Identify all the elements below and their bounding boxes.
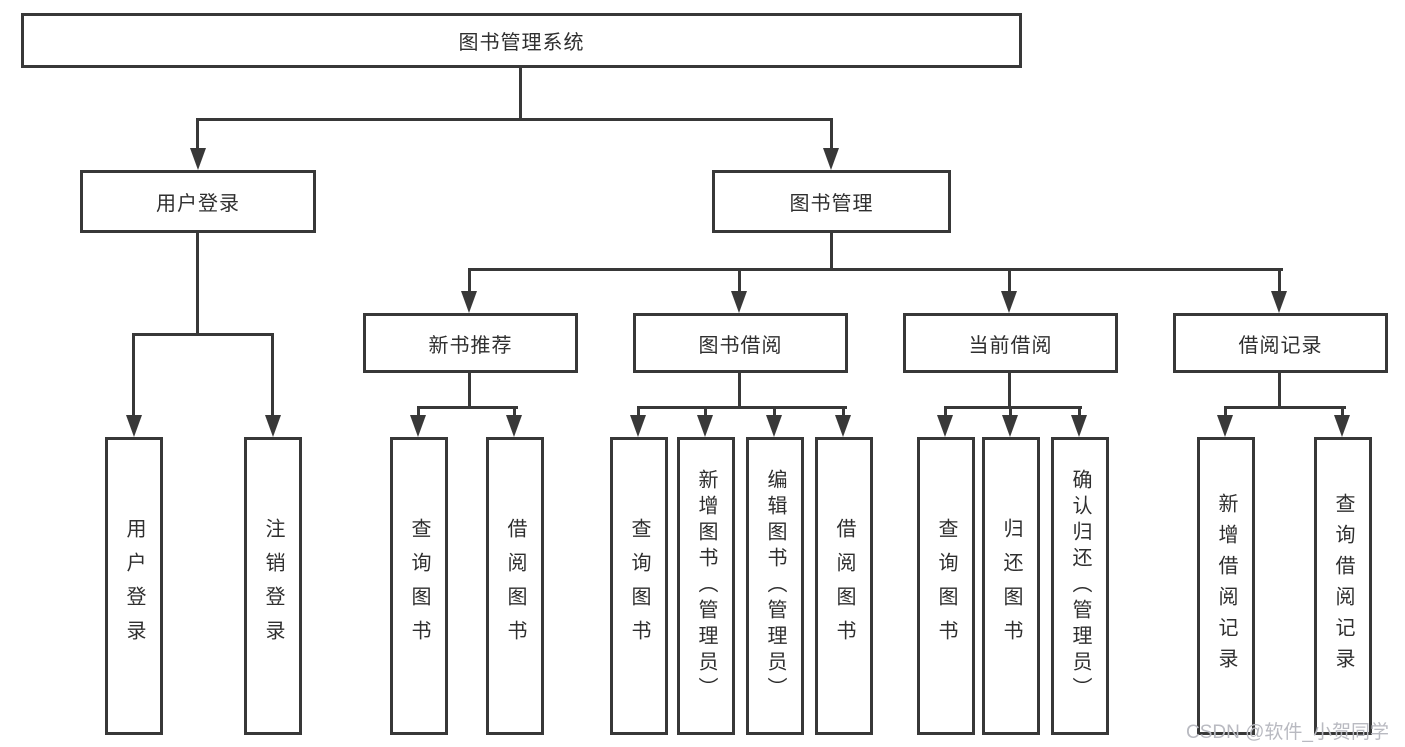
leaf-add-books-admin: 新增图书（管理员） — [677, 437, 735, 735]
connector — [196, 232, 199, 336]
leaf-label: 确认归还（管理员） — [1069, 469, 1091, 703]
node-current-borrowing: 当前借阅 — [903, 313, 1118, 373]
node-label: 借阅记录 — [1238, 334, 1323, 357]
arrowhead-down-icon — [731, 291, 747, 313]
leaf-label: 注销登录 — [262, 518, 284, 654]
arrowhead-down-icon — [697, 415, 713, 437]
connector — [1341, 406, 1344, 418]
leaf-logout: 注销登录 — [244, 437, 302, 735]
leaf-edit-books-admin: 编辑图书（管理员） — [746, 437, 804, 735]
leaf-confirm-return-admin: 确认归还（管理员） — [1051, 437, 1109, 735]
arrowhead-down-icon — [265, 415, 281, 437]
node-root-label: 图书管理系统 — [458, 32, 585, 54]
node-user-login: 用户登录 — [80, 170, 316, 233]
connector — [468, 268, 471, 294]
connector — [944, 406, 947, 418]
arrowhead-down-icon — [835, 415, 851, 437]
arrowhead-down-icon — [823, 148, 839, 170]
connector — [738, 373, 741, 409]
connector — [468, 268, 1283, 271]
leaf-borrow-books-recommend: 借阅图书 — [486, 437, 544, 735]
leaf-query-books-current: 查询图书 — [917, 437, 975, 735]
connector — [637, 406, 847, 409]
connector — [1224, 406, 1346, 409]
arrowhead-down-icon — [506, 415, 522, 437]
leaf-label: 借阅图书 — [504, 518, 526, 654]
connector — [1078, 406, 1081, 418]
connector — [1008, 268, 1011, 294]
leaf-borrow-books: 借阅图书 — [815, 437, 873, 735]
leaf-return-books: 归还图书 — [982, 437, 1040, 735]
connector — [196, 118, 833, 121]
node-label: 图书借阅 — [698, 334, 783, 357]
node-label: 新书推荐 — [428, 334, 513, 357]
arrowhead-down-icon — [766, 415, 782, 437]
connector — [271, 333, 274, 416]
connector — [738, 268, 741, 294]
connector — [1009, 406, 1012, 418]
arrowhead-down-icon — [630, 415, 646, 437]
arrowhead-down-icon — [1071, 415, 1087, 437]
leaf-query-books-recommend: 查询图书 — [390, 437, 448, 735]
node-borrowing-records: 借阅记录 — [1173, 313, 1388, 373]
connector — [417, 406, 518, 409]
leaf-label: 用户登录 — [123, 518, 145, 654]
leaf-user-login: 用户登录 — [105, 437, 163, 735]
arrowhead-down-icon — [1002, 415, 1018, 437]
leaf-label: 新增借阅记录 — [1215, 493, 1237, 679]
connector — [132, 333, 274, 336]
arrowhead-down-icon — [1271, 291, 1287, 313]
connector — [196, 118, 199, 150]
connector — [773, 406, 776, 418]
leaf-label: 查询图书 — [935, 518, 957, 654]
connector — [830, 118, 833, 150]
connector — [944, 406, 1082, 409]
arrowhead-down-icon — [461, 291, 477, 313]
node-label: 当前借阅 — [968, 334, 1053, 357]
connector — [417, 406, 420, 418]
node-label: 图书管理 — [789, 193, 874, 215]
arrowhead-down-icon — [1217, 415, 1233, 437]
leaf-query-books-borrowing: 查询图书 — [610, 437, 668, 735]
arrowhead-down-icon — [1334, 415, 1350, 437]
connector — [468, 373, 471, 409]
connector — [830, 232, 833, 271]
leaf-label: 查询借阅记录 — [1332, 493, 1354, 679]
connector — [704, 406, 707, 418]
node-new-book-recommend: 新书推荐 — [363, 313, 578, 373]
leaf-query-borrow-record: 查询借阅记录 — [1314, 437, 1372, 735]
connector — [519, 68, 522, 119]
connector — [842, 406, 845, 418]
connector — [132, 333, 135, 416]
connector — [1224, 406, 1227, 418]
node-book-borrowing: 图书借阅 — [633, 313, 848, 373]
leaf-label: 归还图书 — [1000, 518, 1022, 654]
arrowhead-down-icon — [1001, 291, 1017, 313]
arrowhead-down-icon — [126, 415, 142, 437]
leaf-label: 新增图书（管理员） — [695, 469, 717, 703]
connector — [513, 406, 516, 418]
connector — [1278, 268, 1281, 294]
arrowhead-down-icon — [410, 415, 426, 437]
connector — [1278, 373, 1281, 409]
csdn-watermark: CSDN @软件_小贺同学 — [1186, 722, 1389, 743]
node-book-management: 图书管理 — [712, 170, 951, 233]
leaf-label: 查询图书 — [408, 518, 430, 654]
leaf-label: 借阅图书 — [833, 518, 855, 654]
connector — [1008, 373, 1011, 409]
node-root: 图书管理系统 — [21, 13, 1022, 68]
connector — [637, 406, 640, 418]
leaf-label: 编辑图书（管理员） — [764, 469, 786, 703]
leaf-add-borrow-record: 新增借阅记录 — [1197, 437, 1255, 735]
arrowhead-down-icon — [937, 415, 953, 437]
leaf-label: 查询图书 — [628, 518, 650, 654]
arrowhead-down-icon — [190, 148, 206, 170]
node-label: 用户登录 — [156, 193, 240, 215]
